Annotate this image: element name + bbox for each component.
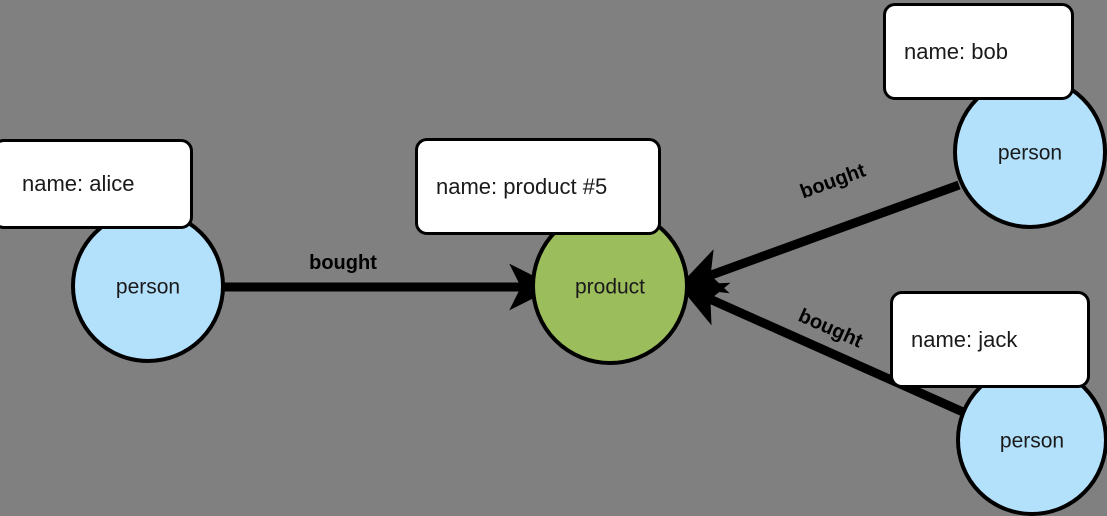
- node-label-product5: product: [575, 276, 645, 299]
- node-jack[interactable]: person: [956, 364, 1107, 516]
- edge-jack-bought-product[interactable]: [678, 282, 965, 417]
- edge-bob-bought-product[interactable]: [677, 180, 961, 294]
- tooltip-product: name: product #5: [415, 138, 661, 235]
- tooltip-alice-text: name: alice: [22, 171, 135, 196]
- node-alice[interactable]: person: [71, 209, 225, 363]
- node-label-jack: person: [1000, 430, 1064, 453]
- edge-label-alice-bought: bought: [309, 252, 377, 274]
- node-label-alice: person: [116, 276, 180, 299]
- tooltip-alice: name: alice: [0, 139, 193, 229]
- edge-label-bob-bought: bought: [797, 159, 869, 203]
- tooltip-product-text: name: product #5: [436, 173, 608, 199]
- node-bob[interactable]: person: [953, 75, 1107, 229]
- node-label-bob: person: [998, 142, 1062, 165]
- tooltip-bob-text: name: bob: [904, 38, 1008, 64]
- tooltip-bob: name: bob: [883, 3, 1074, 100]
- edge-layer: [224, 180, 965, 417]
- node-product5[interactable]: product: [531, 207, 689, 365]
- tooltip-jack-text: name: jack: [911, 326, 1018, 352]
- tooltip-jack: name: jack: [890, 291, 1090, 388]
